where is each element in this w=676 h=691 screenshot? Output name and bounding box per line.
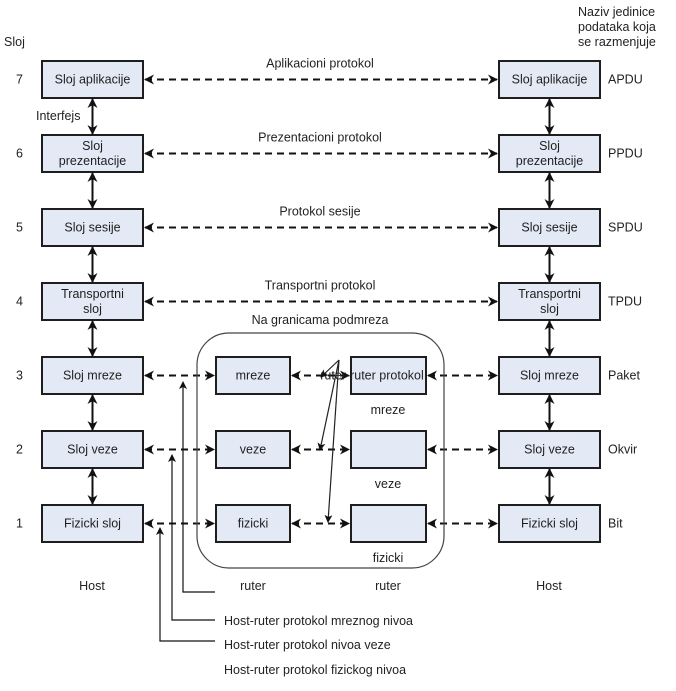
pdu-unit-label: SPDU — [608, 221, 643, 235]
layer-number: 4 — [16, 295, 23, 309]
subnet-boundary-label: Na granicama podmreza — [252, 313, 389, 327]
peer-protocol-label: Prezentacioni protokol — [258, 131, 382, 145]
peer-protocol-label: Protokol sesije — [279, 205, 360, 219]
right-host-layer-label: Fizicki sloj — [521, 517, 578, 531]
pdu-unit-label: TPDU — [608, 295, 642, 309]
left-host-layer-box[interactable] — [41, 356, 144, 395]
router2-layer-box[interactable] — [350, 356, 427, 395]
router1-layer-box[interactable] — [215, 430, 291, 469]
router1-layer-label: mreze — [236, 369, 271, 383]
layers-group: 7 Sloj aplikacije Sloj aplikacije APDU Aplik… — [16, 57, 643, 566]
right-host-layer-box[interactable] — [498, 356, 601, 395]
layer-number: 6 — [16, 147, 23, 161]
peer-protocol-label: Transportni protokol — [265, 279, 376, 293]
router2-label: ruter — [375, 579, 401, 593]
left-host-label: Host — [79, 579, 105, 593]
legend-network-level: Host-ruter protokol mreznog nivoa — [224, 614, 413, 628]
router2-layer-label: fizicki — [373, 551, 404, 565]
leader-physical-level — [156, 527, 215, 642]
right-host-layer-label: Sloj sesije — [521, 221, 577, 235]
pdu-unit-label: APDU — [608, 73, 643, 87]
left-host-layer-label: Fizicki sloj — [64, 517, 121, 531]
router1-layer-label: veze — [240, 443, 266, 457]
router-router-pointers — [317, 359, 340, 523]
router1-layer-box[interactable] — [215, 504, 291, 543]
left-host-layer-box[interactable] — [41, 134, 144, 173]
layer-number: 3 — [16, 369, 23, 383]
left-host-layer-label: Sloj veze — [67, 443, 118, 457]
pdu-unit-label: Paket — [608, 369, 640, 383]
pdu-unit-label: Bit — [608, 517, 623, 531]
layer-number: 2 — [16, 443, 23, 457]
legend-physical-level: Host-ruter protokol fizickog nivoa — [224, 663, 406, 677]
left-host-layer-box[interactable] — [41, 208, 144, 247]
left-host-layer-label: Sloj sesije — [64, 221, 120, 235]
subnet-boundary-enclosure — [196, 332, 445, 569]
left-host-layer-label: Sloj mreze — [63, 369, 122, 383]
router2-layer-label: veze — [375, 477, 401, 491]
router2-layer-box[interactable] — [350, 504, 427, 543]
leader-network-level — [179, 381, 215, 593]
right-host-layer-label: Sloj mreze — [520, 369, 579, 383]
unit-column-title: Naziv jedinice podataka koja se razmenju… — [578, 5, 659, 49]
router-router-protocol-label: ruter-ruter protokol — [320, 369, 424, 383]
right-host-layer-box[interactable] — [498, 208, 601, 247]
layer-column-title: Sloj — [4, 35, 25, 49]
right-host-layer-box[interactable] — [498, 504, 601, 543]
peer-protocol-label: Aplikacioni protokol — [266, 57, 374, 71]
right-host-layer-label: Sloj veze — [524, 443, 575, 457]
left-host-layer-box[interactable] — [41, 60, 144, 99]
layer-row-7: 7 Sloj aplikacije Sloj aplikacije APDU Aplik… — [16, 57, 643, 135]
pdu-unit-label: PPDU — [608, 147, 643, 161]
router2-layer-label: mreze — [371, 403, 406, 417]
router1-layer-box[interactable] — [215, 356, 291, 395]
layer-number: 5 — [16, 221, 23, 235]
layer-row-1: 1 Fizicki sloj Fizicki sloj Bit fizicki fizic… — [16, 504, 623, 565]
left-host-layer-box[interactable] — [41, 282, 144, 321]
legend-link-level: Host-ruter protokol nivoa veze — [224, 638, 391, 652]
router1-label: ruter — [240, 579, 266, 593]
leader-link-level — [168, 454, 215, 621]
left-host-layer-box[interactable] — [41, 504, 144, 543]
layer-number: 1 — [16, 517, 23, 531]
right-host-label: Host — [536, 579, 562, 593]
layer-number: 7 — [16, 73, 23, 87]
left-host-layer-label: Sloj aplikacije — [55, 73, 131, 87]
layer-row-3: 3 Sloj mreze Sloj mreze Paket mreze mreze — [16, 356, 640, 431]
pdu-unit-label: Okvir — [608, 443, 637, 457]
interface-label: Interfejs — [36, 109, 80, 123]
right-host-layer-label: Sloj aplikacije — [512, 73, 588, 87]
router2-layer-box[interactable] — [350, 430, 427, 469]
layer-row-5: 5 Sloj sesije Sloj sesije SPDU Protokol sesi… — [16, 205, 643, 283]
router1-layer-label: fizicki — [238, 517, 269, 531]
layer-row-2: 2 Sloj veze Sloj veze Okvir veze veze — [16, 430, 637, 505]
right-host-layer-box[interactable] — [498, 282, 601, 321]
